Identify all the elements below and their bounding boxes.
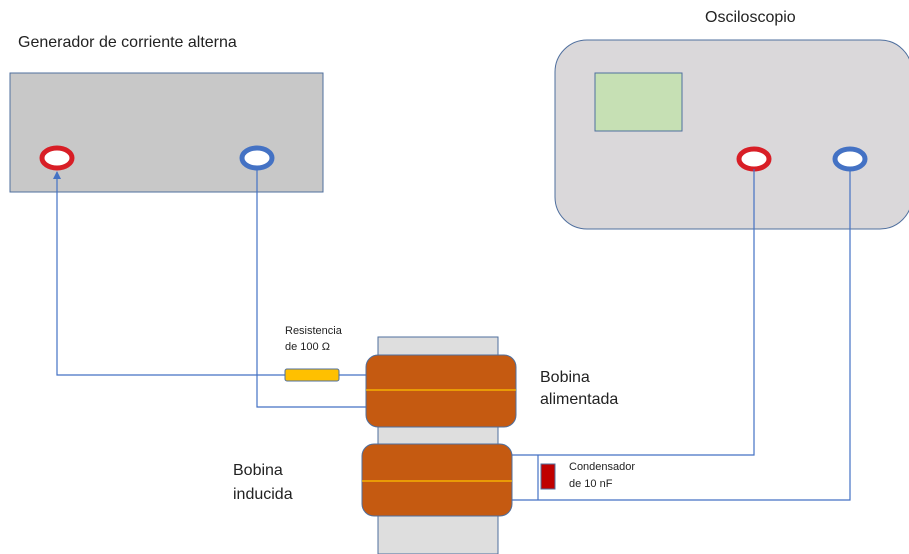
wires <box>56 168 851 501</box>
arrow-head-icon <box>53 171 61 179</box>
oscilloscope-title: Osciloscopio <box>705 9 796 26</box>
induced-coil <box>361 443 513 517</box>
capacitor-label-line2: de 10 nF <box>569 478 613 490</box>
capacitor-label-line1: Condensador <box>569 461 635 473</box>
generator-red-terminal[interactable] <box>39 145 75 171</box>
generator-blue-terminal[interactable] <box>239 145 275 171</box>
generator-panel <box>9 72 324 193</box>
generator-title: Generador de corriente alterna <box>18 34 237 51</box>
wire-coil-to-oscilloscope-red <box>512 169 755 456</box>
wire-generator-red-to-resistor <box>56 172 285 376</box>
wire-coil-to-oscilloscope-blue <box>512 169 851 501</box>
oscilloscope-screen <box>594 72 683 132</box>
resistor-label-line2: de 100 Ω <box>285 341 330 353</box>
oscilloscope-blue-terminal[interactable] <box>832 146 868 172</box>
powered-coil-label-line2: alimentada <box>540 391 618 408</box>
wire-generator-blue-to-coil <box>256 168 366 408</box>
powered-coil <box>365 354 517 428</box>
powered-coil-label-line1: Bobina <box>540 369 590 386</box>
induced-coil-label-line1: Bobina <box>233 462 283 479</box>
oscilloscope-body <box>554 39 909 230</box>
capacitor <box>540 463 556 490</box>
resistor <box>284 368 340 382</box>
oscilloscope-red-terminal[interactable] <box>736 146 772 172</box>
induced-coil-label-line2: inducida <box>233 486 293 503</box>
resistor-label-line1: Resistencia <box>285 325 343 337</box>
